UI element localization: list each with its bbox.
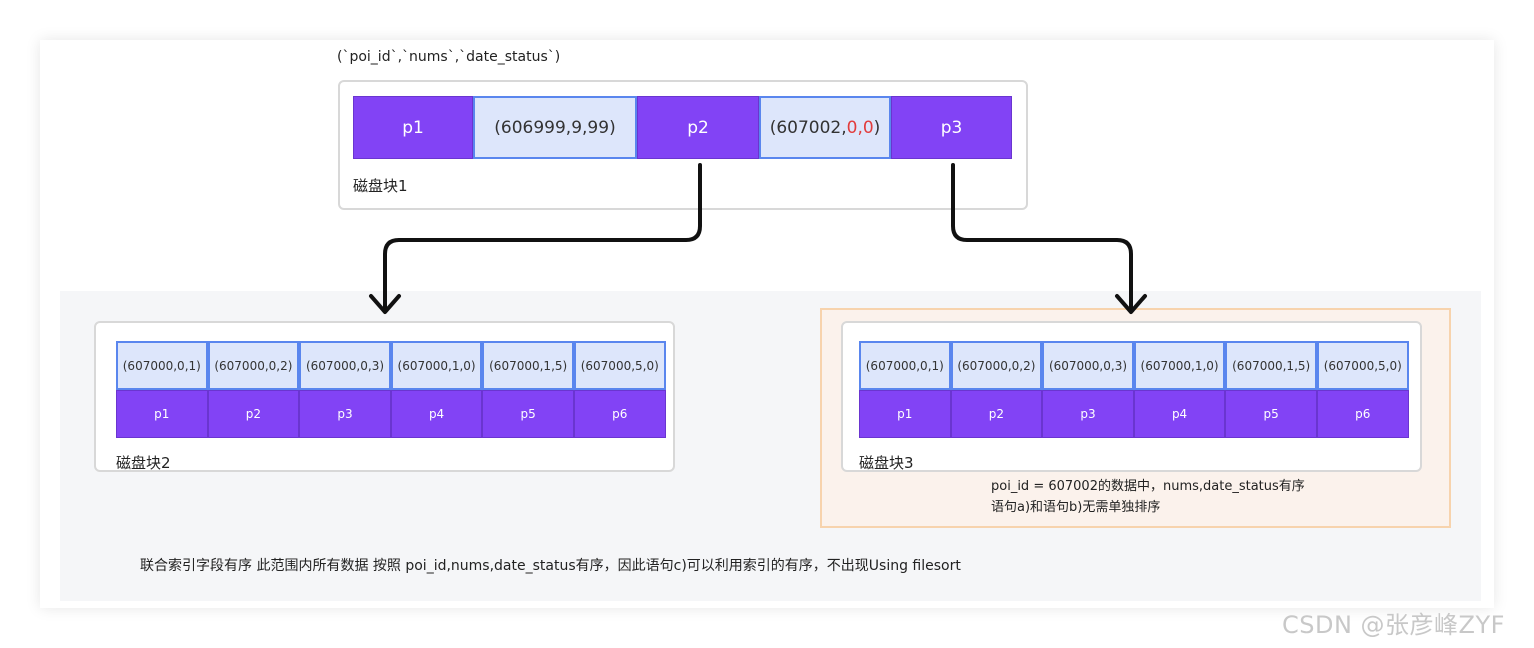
note-line-1: poi_id = 607002的数据中，nums,date_status有序 [991,479,1305,494]
pointer-cell: p3 [891,96,1012,159]
arrow-head-disk2 [369,294,401,314]
note-line-2: 语句a)和语句b)无需单独排序 [991,500,1161,515]
key-cell: (607000,0,3) [299,341,391,390]
arrow-head-disk3 [1115,294,1147,314]
pointer-cell: p6 [1316,390,1409,438]
key-cell: (607000,5,0) [1316,341,1409,390]
key-cell: (606999,9,99) [473,96,637,159]
pointer-cell: p5 [482,390,574,438]
key-cell: (607000,1,0) [1133,341,1226,390]
key-cell: (607000,1,5) [1225,341,1317,390]
key-highlight: 0,0 [846,117,874,138]
key-cell: (607000,5,0) [573,341,666,390]
pointer-cell: p2 [950,390,1043,438]
arrow-p2-to-disk2 [383,163,702,310]
pointer-cell: p1 [859,390,951,438]
pointer-cell: p1 [116,390,208,438]
pointer-cell: p4 [1133,390,1226,438]
key-cell: (607000,0,3) [1042,341,1134,390]
pointer-cell: p5 [1225,390,1317,438]
disk-block-3-note: poi_id = 607002的数据中，nums,date_status有序 语… [991,476,1305,518]
index-columns-header: (`poi_id`,`nums`,`date_status`) [337,49,561,65]
disk-block-2-keys: (607000,0,1) (607000,0,2) (607000,0,3) (… [116,341,666,390]
disk-block-3-pointers: p1 p2 p3 p4 p5 p6 [859,390,1409,438]
watermark: CSDN @张彦峰ZYF [1282,611,1505,639]
disk-block-2-pointers: p1 p2 p3 p4 p5 p6 [116,390,666,438]
pointer-cell: p3 [299,390,391,438]
key-cell: (607000,0,2) [207,341,300,390]
key-prefix: (607002, [769,117,847,138]
disk-block-1-label: 磁盘块1 [353,177,408,195]
key-cell: (607000,1,5) [482,341,574,390]
pointer-cell: p2 [637,96,759,159]
pointer-cell: p3 [1042,390,1134,438]
key-cell: (607000,0,1) [116,341,208,390]
bottom-explanation: 联合索引字段有序 此范围内所有数据 按照 poi_id,nums,date_st… [140,558,961,574]
key-suffix: ) [873,117,881,138]
pointer-cell: p6 [573,390,666,438]
disk-block-2-label: 磁盘块2 [116,454,171,472]
disk-block-3-label: 磁盘块3 [859,454,914,472]
pointer-cell: p1 [353,96,473,159]
key-cell: (607000,0,1) [859,341,951,390]
key-cell: (607000,0,2) [950,341,1043,390]
arrow-p3-to-disk3 [951,163,1133,310]
key-cell-highlighted: (607002,0,0) [759,96,891,159]
disk-block-3-keys: (607000,0,1) (607000,0,2) (607000,0,3) (… [859,341,1409,390]
pointer-cell: p2 [207,390,300,438]
key-cell: (607000,1,0) [390,341,483,390]
disk-block-1-entries: p1 (606999,9,99) p2 (607002,0,0) p3 [353,96,1012,159]
pointer-cell: p4 [390,390,483,438]
